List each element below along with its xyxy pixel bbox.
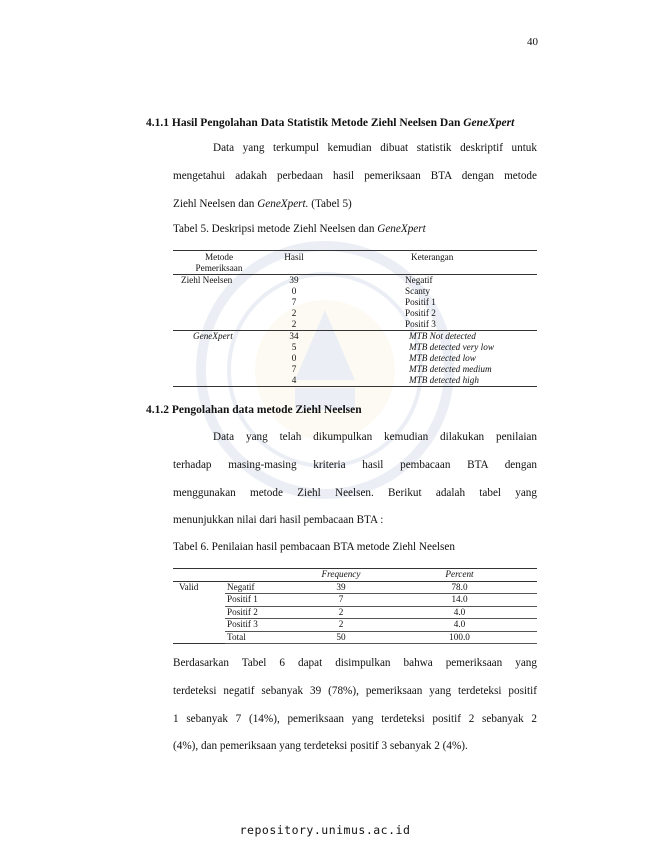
table5-cell: Positif 3 bbox=[405, 319, 436, 329]
table6-cell: 7 bbox=[300, 593, 382, 607]
table5-cell: MTB detected medium bbox=[409, 364, 492, 374]
table5-cell: MTB detected very low bbox=[409, 342, 494, 352]
table6-cell: 50 bbox=[300, 631, 382, 644]
table6-header-frequency: Frequency bbox=[321, 569, 361, 579]
table-row: Total 50 100.0 bbox=[173, 631, 537, 644]
table5-cell: 34 bbox=[289, 331, 299, 341]
table6: Frequency Percent Valid Negatif 39 78.0 … bbox=[173, 568, 537, 644]
table-row: Valid Negatif 39 78.0 bbox=[173, 581, 537, 594]
section1-paragraph: Data yang terkumpul kemudian dibuat stat… bbox=[173, 142, 537, 210]
conclusion-paragraph: Berdasarkan Tabel 6 dapat disimpulkan ba… bbox=[173, 657, 537, 753]
table5-cell: 7 bbox=[291, 364, 297, 374]
table5-cell: 7 bbox=[291, 297, 297, 307]
table5-group-ziehl: Ziehl Neelsen 39 0 7 2 2 Negatif Scanty … bbox=[173, 275, 537, 331]
table6-cell: Positif 1 bbox=[225, 593, 300, 607]
table5-cell: Positif 1 bbox=[405, 297, 436, 307]
table5-cell: Negatif bbox=[405, 275, 433, 285]
table5-cell: Scanty bbox=[405, 286, 431, 296]
table6-cell: Positif 2 bbox=[225, 606, 300, 619]
table5-header-keterangan: Keterangan bbox=[411, 252, 454, 262]
table6-cell: 2 bbox=[300, 618, 382, 632]
table5-group-genexpert: GeneXpert 34 5 0 7 4 MTB Not detected MT… bbox=[173, 331, 537, 387]
table6-cell: 100.0 bbox=[382, 631, 537, 644]
table6-caption: Tabel 6. Penilaian hasil pembacaan BTA m… bbox=[173, 541, 455, 553]
table6-cell: 4.0 bbox=[382, 618, 537, 632]
table5-header-hasil: Hasil bbox=[284, 252, 304, 262]
table6-group-label: Valid bbox=[179, 581, 199, 592]
table5-cell: MTB Not detected bbox=[409, 331, 476, 341]
table-row: Positif 3 2 4.0 bbox=[173, 618, 537, 632]
table5-cell: 0 bbox=[291, 286, 297, 296]
table5-cell: MTB detected low bbox=[409, 353, 476, 363]
table6-cell: 78.0 bbox=[382, 581, 537, 594]
page-number: 40 bbox=[527, 36, 538, 48]
table6-cell: Total bbox=[225, 631, 300, 644]
table5-cell: 0 bbox=[291, 353, 297, 363]
repository-footer: repository.unimus.ac.id bbox=[239, 823, 411, 837]
table6-header-percent: Percent bbox=[445, 569, 474, 579]
table5-cell: Positif 2 bbox=[405, 308, 436, 318]
table5-method-ziehl: Ziehl Neelsen bbox=[181, 275, 233, 285]
section-heading-4-1-1: 4.1.1 Hasil Pengolahan Data Statistik Me… bbox=[146, 117, 515, 129]
table5: Metode Pemeriksaan Hasil Keterangan Zieh… bbox=[173, 250, 537, 387]
table6-cell: Positif 3 bbox=[225, 618, 300, 632]
table5-cell: 5 bbox=[291, 342, 297, 352]
table6-cell: Negatif bbox=[225, 581, 300, 594]
section2-paragraph: Data yang telah dikumpulkan kemudian dil… bbox=[173, 431, 537, 527]
table5-method-genexpert: GeneXpert bbox=[193, 331, 233, 341]
table5-header-row: Metode Pemeriksaan Hasil Keterangan bbox=[173, 250, 537, 275]
table-row: Positif 1 7 14.0 bbox=[173, 593, 537, 607]
table5-cell: 2 bbox=[291, 308, 297, 318]
table6-cell: 39 bbox=[300, 581, 382, 594]
table-row: Positif 2 2 4.0 bbox=[173, 606, 537, 619]
table6-cell: 2 bbox=[300, 606, 382, 619]
table5-caption: Tabel 5. Deskripsi metode Ziehl Neelsen … bbox=[173, 223, 426, 235]
table5-cell: 4 bbox=[291, 375, 297, 385]
table6-cell: 14.0 bbox=[382, 593, 537, 607]
table5-cell: 2 bbox=[291, 319, 297, 329]
table5-cell: 39 bbox=[289, 275, 299, 285]
table6-cell: 4.0 bbox=[382, 606, 537, 619]
section-heading-4-1-2: 4.1.2 Pengolahan data metode Ziehl Neels… bbox=[146, 404, 362, 416]
table6-header-row: Frequency Percent bbox=[173, 568, 537, 581]
table5-header-method: Metode Pemeriksaan bbox=[195, 252, 243, 273]
table5-cell: MTB detected high bbox=[409, 375, 479, 385]
